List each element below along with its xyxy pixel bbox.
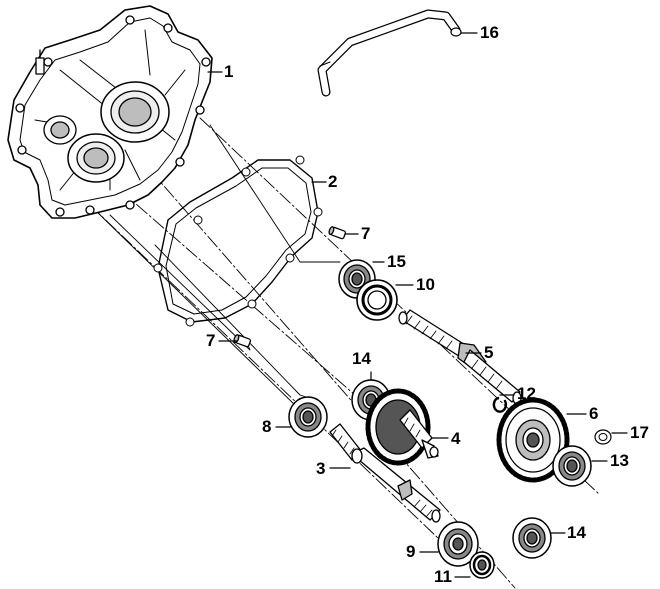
callout-3: 3	[316, 459, 326, 478]
callout-7-lower: 7	[206, 331, 216, 350]
callout-16: 16	[480, 23, 499, 42]
callout-5: 5	[484, 343, 494, 362]
callout-11: 11	[434, 567, 452, 586]
final-shaft-icon	[398, 309, 522, 405]
callout-10: 10	[416, 275, 435, 294]
callout-12: 12	[517, 384, 536, 403]
washer-icon	[594, 429, 612, 445]
bearing-icon	[512, 517, 552, 559]
callout-15: 15	[387, 252, 406, 271]
breather-tube-icon	[317, 9, 462, 97]
oil-seal-icon	[469, 551, 495, 579]
circlip-icon	[492, 396, 508, 413]
callout-17: 17	[630, 423, 649, 442]
callout-14-lower: 14	[567, 523, 586, 542]
callout-4: 4	[451, 429, 461, 448]
assembly-centerlines	[89, 117, 601, 589]
final-gear-icon	[496, 397, 570, 483]
bearing-icon	[288, 396, 328, 438]
callout-14-upper: 14	[352, 349, 371, 368]
dowel-pin-icon	[233, 334, 252, 348]
bearing-icon	[437, 521, 479, 567]
callout-9: 9	[406, 542, 416, 561]
callout-1: 1	[224, 62, 234, 81]
gasket-icon	[153, 155, 323, 327]
callout-7-upper: 7	[361, 224, 371, 243]
dowel-pin-icon	[328, 226, 347, 240]
callout-2: 2	[328, 172, 338, 191]
bearing-icon	[552, 445, 592, 487]
leader-lines	[207, 32, 628, 578]
callout-13: 13	[610, 451, 629, 470]
oil-seal-icon	[356, 279, 398, 321]
crankcase-cover-icon	[7, 5, 213, 219]
counter-gear-icon	[365, 388, 439, 466]
callout-8: 8	[262, 417, 272, 436]
callout-6: 6	[589, 404, 599, 423]
drive-shaft-icon	[329, 423, 441, 523]
